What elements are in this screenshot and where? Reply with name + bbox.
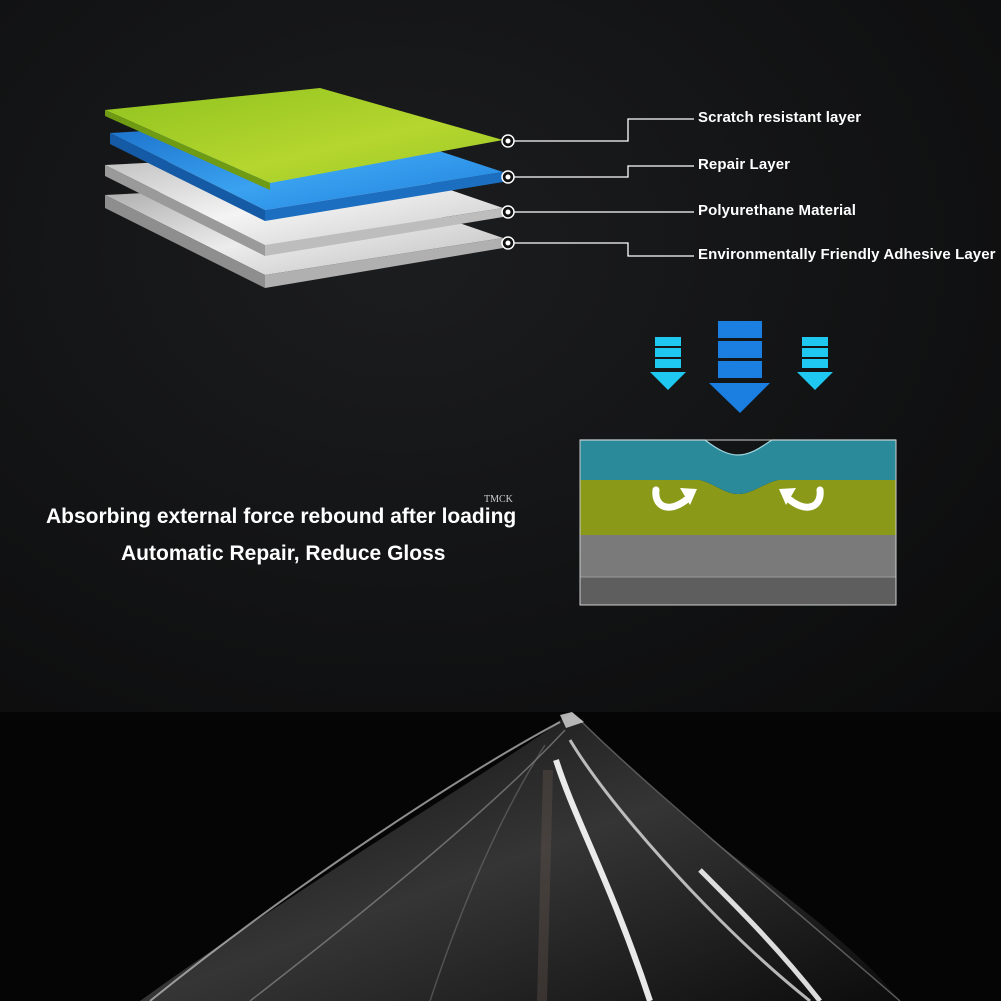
scratch-resistant-layer-sheet: [105, 88, 503, 183]
headline-line-1: Absorbing external force rebound after l…: [46, 505, 517, 528]
layer-label-scratch-resistant: Scratch resistant layer: [698, 109, 862, 126]
pressure-arrow-icon: [650, 321, 833, 413]
cross-section-diagram: [579, 439, 897, 606]
layer-connectors: [510, 118, 694, 257]
recovery-arrow-icon: [652, 486, 824, 511]
layer-stack: [105, 88, 503, 288]
headline-line-2: Automatic Repair, Reduce Gloss: [121, 542, 446, 565]
watermark: TMCK: [484, 494, 513, 505]
layer-label-repair: Repair Layer: [698, 156, 791, 173]
film-photo: [140, 712, 901, 1001]
connector-dot-icon: [501, 134, 515, 250]
layer-label-adhesive: Environmentally Friendly Adhesive Layer: [698, 246, 996, 263]
layer-label-polyurethane: Polyurethane Material: [698, 202, 856, 219]
